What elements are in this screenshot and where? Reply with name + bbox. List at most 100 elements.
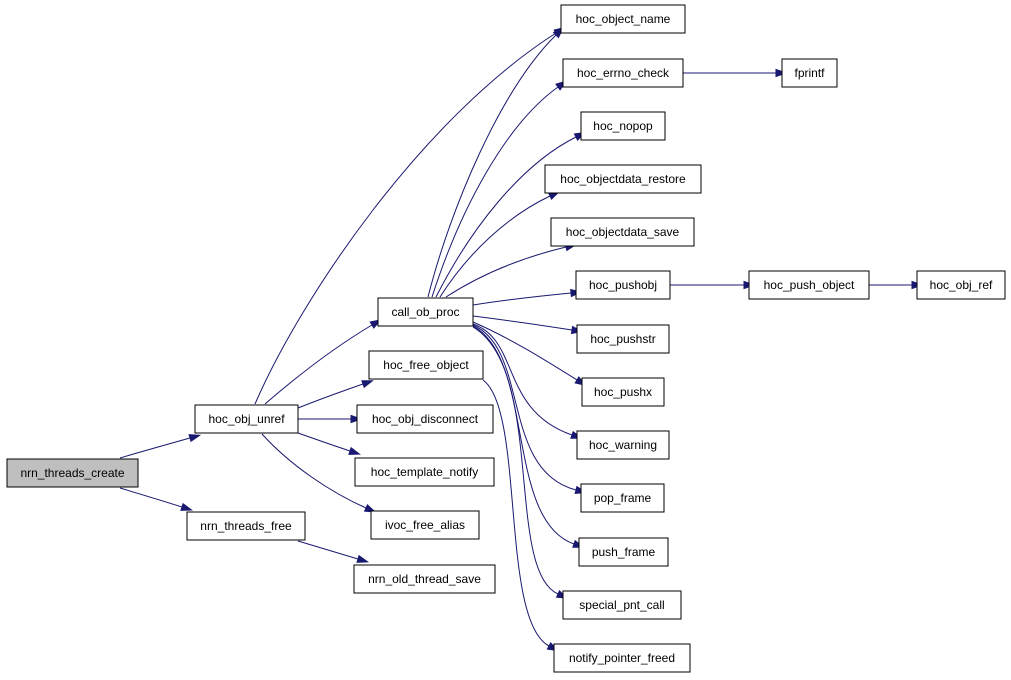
edge-hoc_pushobj-to-hoc_push_object bbox=[670, 280, 756, 290]
node-label: hoc_obj_unref bbox=[208, 412, 285, 426]
node-hoc_free_object[interactable]: hoc_free_object bbox=[368, 350, 484, 380]
edge-line bbox=[472, 321, 578, 381]
node-hoc_push_object[interactable]: hoc_push_object bbox=[748, 270, 870, 300]
node-label: hoc_objectdata_restore bbox=[560, 172, 686, 186]
edge-line bbox=[445, 246, 567, 298]
edge-hoc_push_object-to-hoc_obj_ref bbox=[869, 280, 924, 290]
edge-arrowhead bbox=[775, 68, 788, 78]
edge-arrowhead bbox=[180, 502, 193, 511]
node-hoc_obj_ref[interactable]: hoc_obj_ref bbox=[916, 270, 1006, 300]
edge-call_ob_proc-to-push_frame bbox=[472, 325, 585, 548]
edge-line bbox=[297, 540, 359, 560]
edge-hoc_obj_unref-to-hoc_object_name bbox=[254, 26, 566, 405]
node-box bbox=[576, 430, 670, 460]
node-push_frame[interactable]: push_frame bbox=[578, 537, 669, 567]
node-hoc_obj_unref[interactable]: hoc_obj_unref bbox=[194, 404, 299, 434]
edge-line bbox=[472, 324, 577, 491]
node-label: hoc_push_object bbox=[764, 278, 855, 292]
node-label: hoc_pushstr bbox=[590, 332, 655, 346]
node-label: hoc_template_notify bbox=[371, 465, 478, 479]
edge-nrn_threads_create-to-hoc_obj_unref bbox=[119, 434, 202, 459]
node-nrn_threads_create[interactable]: nrn_threads_create bbox=[6, 458, 139, 488]
node-label: hoc_objectdata_save bbox=[566, 225, 680, 239]
node-label: hoc_pushx bbox=[594, 385, 652, 399]
node-label: hoc_obj_disconnect bbox=[372, 412, 479, 426]
edge-line bbox=[297, 383, 364, 409]
node-hoc_object_name[interactable]: hoc_object_name bbox=[560, 4, 686, 34]
edge-arrowhead bbox=[348, 446, 361, 455]
node-call_ob_proc[interactable]: call_ob_proc bbox=[377, 297, 474, 327]
edge-arrowhead bbox=[356, 554, 370, 563]
edge-hoc_obj_unref-to-hoc_free_object bbox=[297, 380, 374, 409]
node-hoc_pushobj[interactable]: hoc_pushobj bbox=[575, 270, 671, 300]
node-box bbox=[781, 58, 838, 88]
edges bbox=[119, 26, 924, 652]
edge-line bbox=[472, 325, 575, 545]
node-box bbox=[6, 458, 139, 488]
node-label: hoc_nopop bbox=[593, 119, 653, 133]
edge-line bbox=[435, 136, 577, 298]
node-box bbox=[575, 270, 671, 300]
node-label: hoc_errno_check bbox=[577, 66, 670, 80]
node-box bbox=[562, 58, 684, 88]
node-special_pnt_call[interactable]: special_pnt_call bbox=[562, 590, 682, 620]
node-box bbox=[580, 483, 665, 513]
edge-line bbox=[472, 326, 559, 595]
node-label: hoc_pushobj bbox=[589, 278, 657, 292]
node-pop_frame[interactable]: pop_frame bbox=[580, 483, 665, 513]
node-hoc_pushstr[interactable]: hoc_pushstr bbox=[576, 324, 670, 354]
node-label: ivoc_free_alias bbox=[385, 518, 465, 532]
node-box bbox=[370, 510, 480, 540]
node-label: call_ob_proc bbox=[391, 305, 459, 319]
node-ivoc_free_alias[interactable]: ivoc_free_alias bbox=[370, 510, 480, 540]
edge-line bbox=[431, 86, 559, 298]
edge-line bbox=[254, 32, 557, 405]
node-box bbox=[578, 537, 669, 567]
node-box bbox=[356, 404, 494, 434]
edge-line bbox=[297, 432, 351, 452]
edge-call_ob_proc-to-hoc_pushobj bbox=[472, 288, 583, 306]
node-label: special_pnt_call bbox=[579, 598, 664, 612]
node-notify_pointer_freed[interactable]: notify_pointer_freed bbox=[553, 643, 691, 673]
edge-line bbox=[482, 379, 550, 647]
node-hoc_warning[interactable]: hoc_warning bbox=[576, 430, 670, 460]
node-nrn_old_thread_save[interactable]: nrn_old_thread_save bbox=[353, 564, 496, 594]
node-box bbox=[581, 377, 665, 407]
node-label: hoc_free_object bbox=[383, 358, 469, 372]
node-hoc_pushx[interactable]: hoc_pushx bbox=[581, 377, 665, 407]
node-label: fprintf bbox=[794, 66, 825, 80]
node-label: notify_pointer_freed bbox=[569, 651, 675, 665]
node-nrn_threads_free[interactable]: nrn_threads_free bbox=[186, 511, 306, 541]
edge-hoc_errno_check-to-fprintf bbox=[683, 68, 788, 78]
edge-line bbox=[264, 324, 373, 405]
node-box bbox=[377, 297, 474, 327]
node-box bbox=[560, 4, 686, 34]
node-hoc_errno_check[interactable]: hoc_errno_check bbox=[562, 58, 684, 88]
node-label: hoc_warning bbox=[589, 438, 657, 452]
node-label: nrn_old_thread_save bbox=[368, 572, 481, 586]
node-hoc_template_notify[interactable]: hoc_template_notify bbox=[354, 457, 495, 487]
edge-line bbox=[119, 437, 191, 459]
edge-hoc_obj_unref-to-call_ob_proc bbox=[264, 319, 382, 405]
node-hoc_nopop[interactable]: hoc_nopop bbox=[580, 111, 666, 141]
edge-arrowhead bbox=[188, 434, 202, 443]
edge-call_ob_proc-to-hoc_pushx bbox=[472, 321, 587, 387]
node-label: hoc_obj_ref bbox=[930, 278, 993, 292]
node-hoc_objectdata_restore[interactable]: hoc_objectdata_restore bbox=[544, 164, 702, 194]
edge-hoc_obj_unref-to-hoc_obj_disconnect bbox=[298, 414, 363, 424]
edge-line bbox=[427, 34, 557, 298]
edge-arrowhead bbox=[361, 380, 374, 389]
node-fprintf[interactable]: fprintf bbox=[781, 58, 838, 88]
node-box bbox=[353, 564, 496, 594]
node-label: nrn_threads_free bbox=[200, 519, 292, 533]
node-hoc_obj_disconnect[interactable]: hoc_obj_disconnect bbox=[356, 404, 494, 434]
node-hoc_objectdata_save[interactable]: hoc_objectdata_save bbox=[550, 217, 695, 247]
edge-call_ob_proc-to-hoc_nopop bbox=[435, 131, 587, 298]
edge-arrowhead bbox=[363, 503, 377, 513]
edge-call_ob_proc-to-hoc_object_name bbox=[427, 26, 565, 298]
edge-nrn_threads_create-to-nrn_threads_free bbox=[119, 487, 193, 511]
edge-line bbox=[261, 433, 367, 509]
node-box bbox=[580, 111, 666, 141]
node-box bbox=[368, 350, 484, 380]
